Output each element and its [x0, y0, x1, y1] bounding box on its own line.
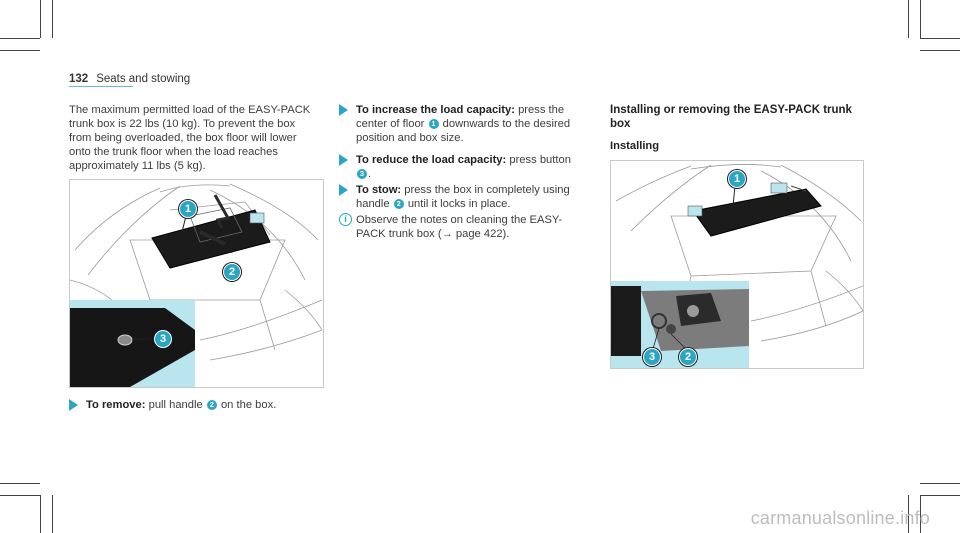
- step-arrow-icon: [339, 154, 348, 166]
- step-text: press the box in completely using: [404, 184, 570, 196]
- step-text: handle: [356, 198, 390, 210]
- step-label: To remove:: [86, 399, 146, 411]
- page-number: 132: [69, 73, 89, 85]
- callout-1: 1: [728, 170, 746, 188]
- step-text: downwards to the desired: [442, 118, 571, 130]
- trunk-box-figure-left: 1 2 3: [69, 179, 324, 388]
- ref-number: 2: [206, 400, 217, 410]
- watermark: carmanualsonline.info: [750, 508, 930, 528]
- callout-3: 3: [154, 330, 172, 348]
- crop-mark: [920, 0, 921, 38]
- intro-line: onto the trunk floor when the load reach…: [69, 146, 278, 158]
- step-arrow-icon: [339, 104, 348, 116]
- trunk-box-figure-right: 1 3 2: [610, 160, 864, 369]
- step-arrow-icon: [339, 184, 348, 196]
- increase-load-step: To increase the load capacity: press the…: [339, 103, 594, 147]
- intro-line: from being overloaded, the box floor wil…: [69, 132, 297, 144]
- section-heading: Installing or removing the EASY-PACK tru…: [610, 104, 852, 130]
- step-text: .: [368, 168, 372, 180]
- intro-line: approximately 11 lbs (5 kg).: [69, 160, 206, 172]
- step-label: To increase the load capacity:: [356, 104, 515, 116]
- section-title: Seats and stowing: [96, 73, 191, 85]
- step-text: press button: [509, 154, 571, 166]
- step-label: To reduce the load capacity:: [356, 154, 507, 166]
- cleaning-note: i Observe the notes on cleaning the EASY…: [339, 213, 594, 243]
- callout-2: 2: [223, 263, 241, 281]
- intro-line: The maximum permitted load of the EASY-P…: [69, 104, 311, 116]
- crop-mark: [40, 0, 41, 38]
- info-icon: i: [339, 213, 352, 226]
- header-rule: [69, 86, 133, 87]
- crop-mark: [52, 0, 53, 38]
- step-text: center of floor: [356, 118, 425, 130]
- ref-number: 1: [428, 119, 439, 129]
- intro-paragraph: The maximum permitted load of the EASY-P…: [69, 103, 329, 173]
- step-text: position and box size.: [356, 132, 464, 144]
- ref-number: 2: [393, 199, 404, 209]
- callout-3: 3: [643, 348, 661, 366]
- reduce-load-step: To reduce the load capacity: press butto…: [339, 153, 594, 183]
- installing-illustration: [611, 164, 863, 368]
- remove-step: To remove: pull handle 2 on the box.: [69, 398, 329, 414]
- crop-mark: [920, 50, 960, 51]
- callout-2: 2: [679, 348, 697, 366]
- page-header: 132 Seats and stowing: [69, 73, 190, 85]
- crop-mark: [52, 495, 53, 533]
- stow-step: To stow: press the box in completely usi…: [339, 183, 594, 213]
- crop-mark: [908, 0, 909, 38]
- trunk-illustration: [70, 183, 323, 387]
- crop-mark: [0, 483, 40, 484]
- crop-mark: [920, 483, 960, 484]
- crop-mark: [920, 38, 960, 39]
- step-text: pull handle: [148, 399, 203, 411]
- crop-mark: [908, 495, 909, 533]
- ref-number: 3: [357, 169, 367, 179]
- note-text: Observe the notes on cleaning the EASY-: [356, 214, 563, 226]
- intro-line: trunk box is 22 lbs (10 kg). To prevent …: [69, 118, 296, 130]
- crop-mark: [920, 495, 921, 533]
- note-text[interactable]: PACK trunk box (→ page 422).: [356, 228, 510, 240]
- crop-mark: [920, 495, 960, 496]
- step-text: press the: [518, 104, 565, 116]
- crop-mark: [0, 38, 40, 39]
- step-arrow-icon: [69, 399, 78, 411]
- crop-mark: [0, 50, 40, 51]
- step-label: To stow:: [356, 184, 402, 196]
- crop-mark: [0, 495, 40, 496]
- subheading-installing: Installing: [610, 140, 660, 152]
- step-text: until it locks in place.: [407, 198, 511, 210]
- step-text: on the box.: [220, 399, 277, 411]
- crop-mark: [40, 495, 41, 533]
- callout-1: 1: [179, 200, 197, 218]
